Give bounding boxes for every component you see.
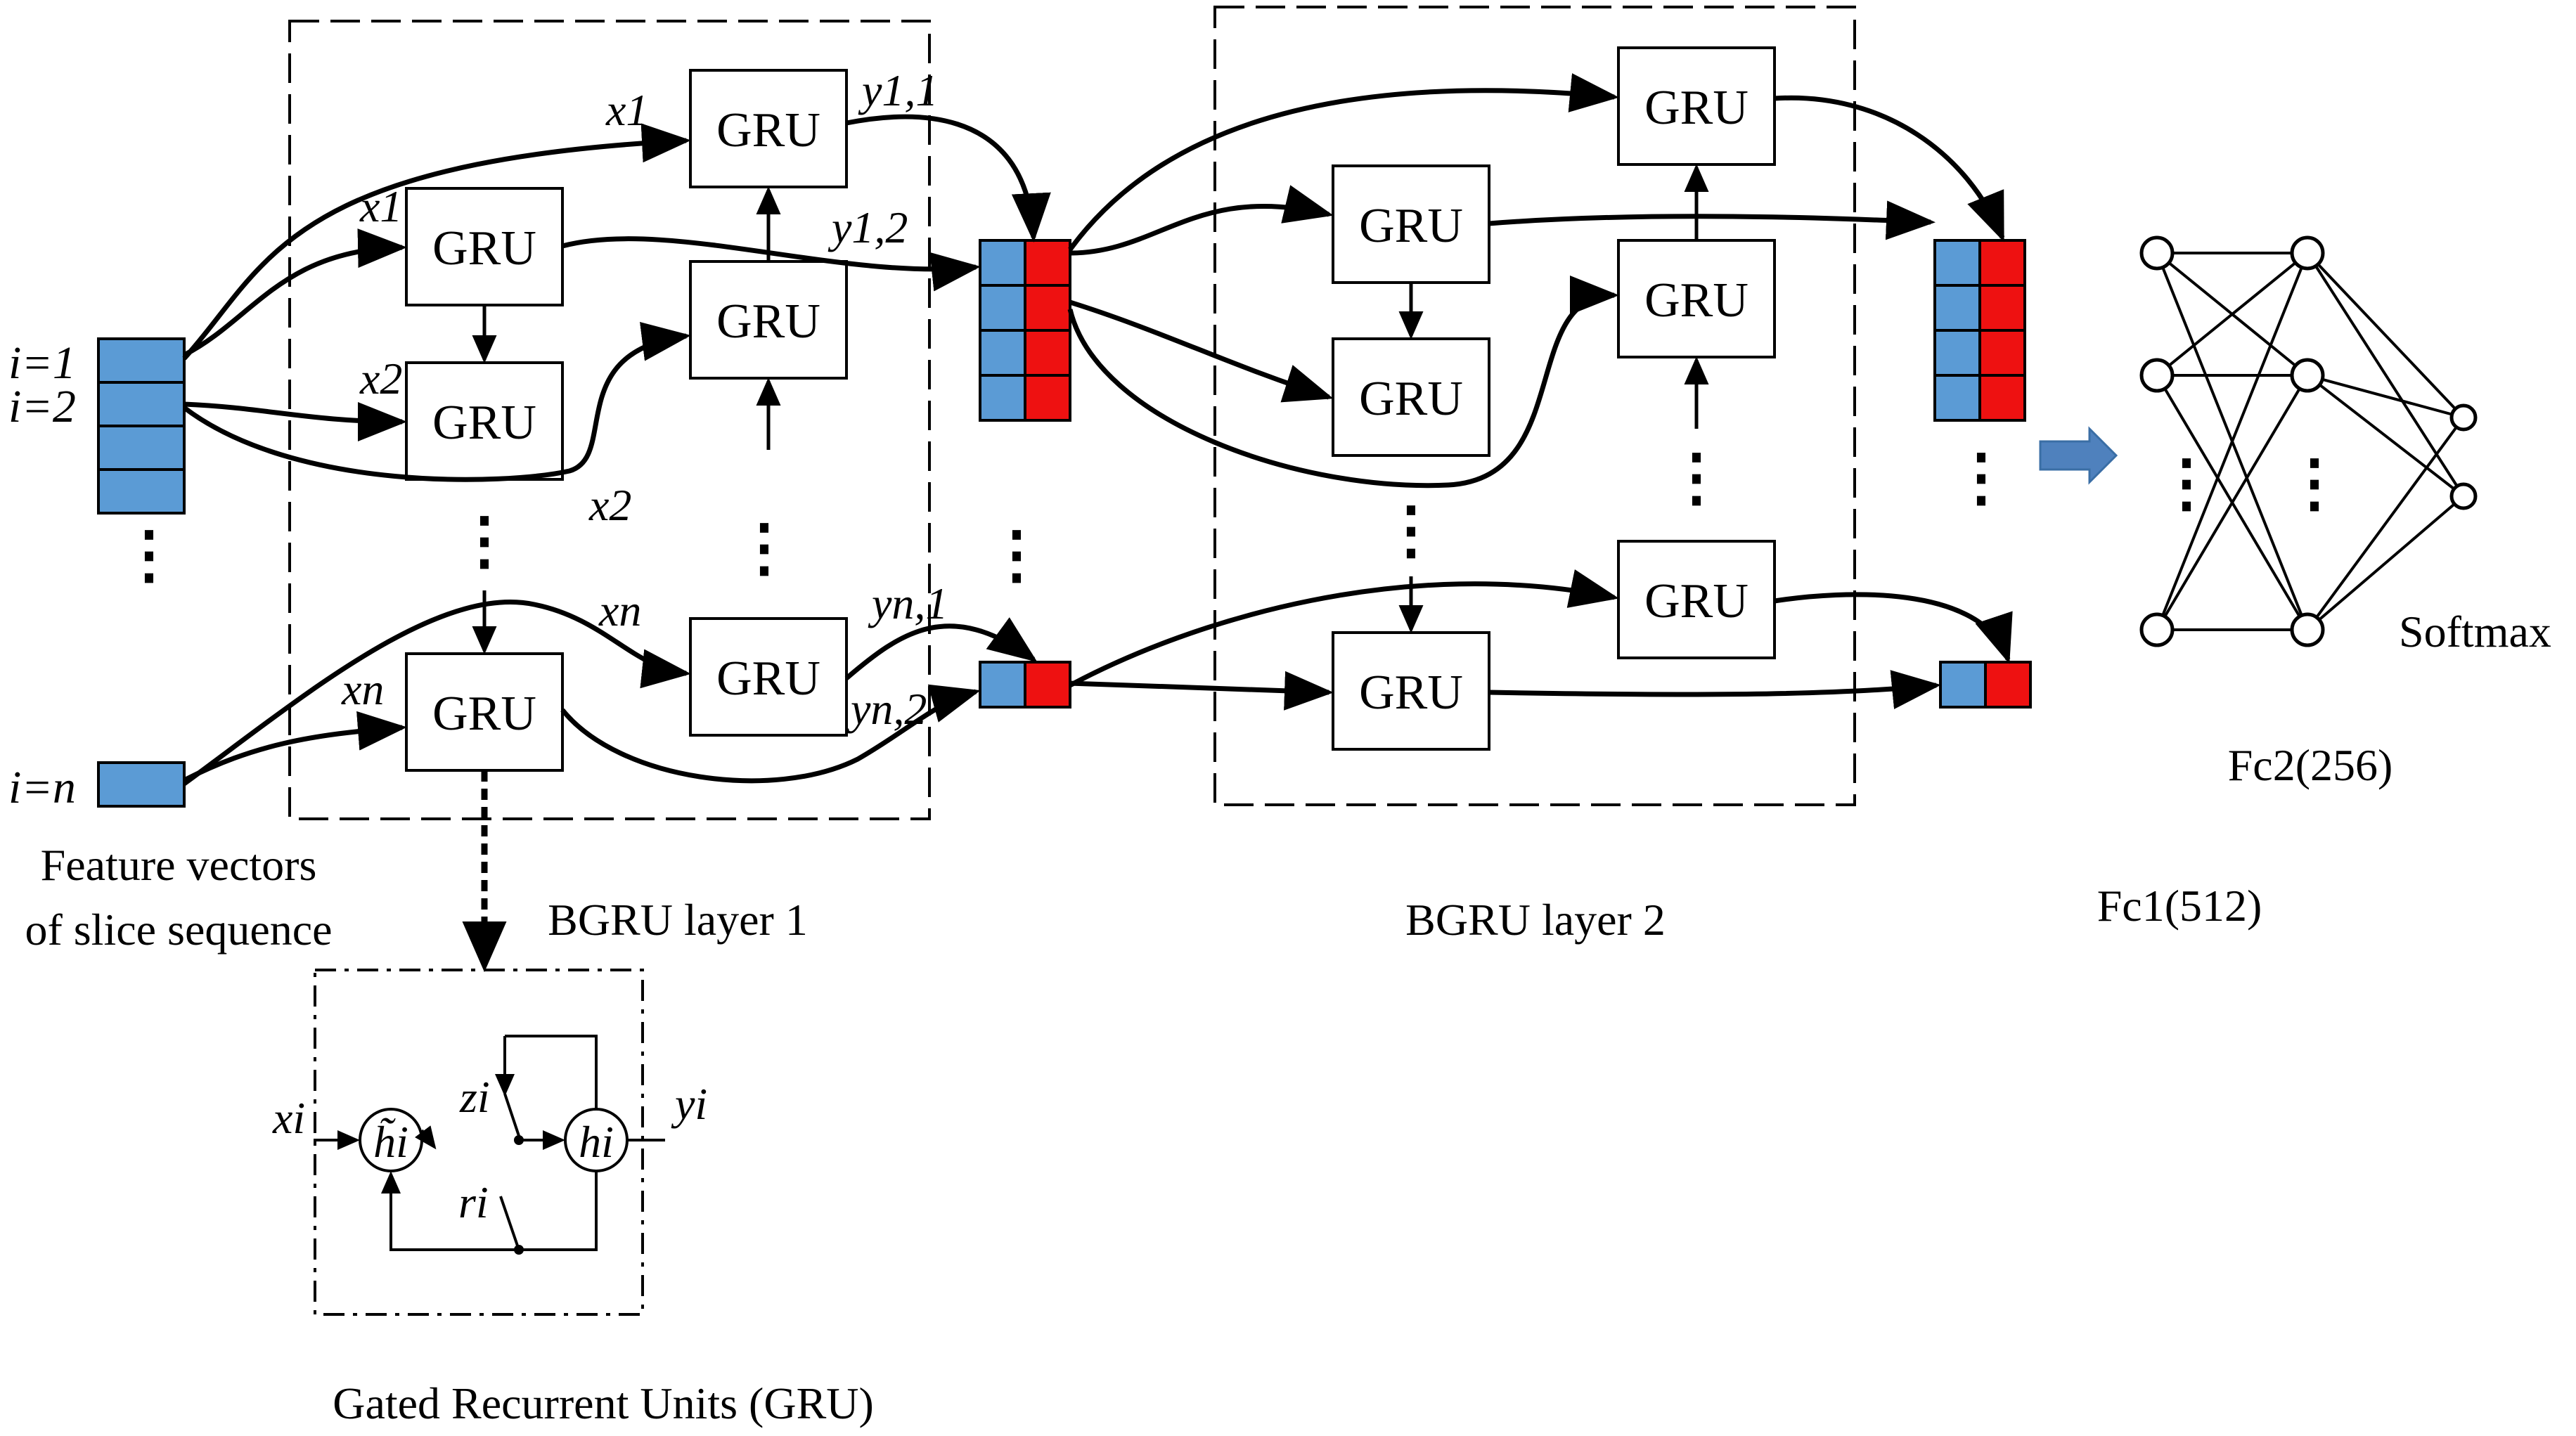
gru-l2-bwd-n	[1617, 540, 1776, 659]
gru-label: GRU	[1359, 666, 1463, 720]
ellipsis: ⋮	[117, 521, 181, 590]
index-label-i2: i=2	[8, 381, 76, 432]
edge-in1-fwd1	[183, 228, 407, 358]
ellipsis: ⋮	[733, 514, 796, 583]
concat-vector-l1-n	[979, 661, 1071, 709]
detail-label-xi: xi	[272, 1093, 305, 1143]
gru-l1-bwd-n	[689, 617, 848, 737]
ellipsis: ⋮	[1379, 496, 1443, 566]
edge-fwd1-out	[562, 236, 981, 292]
concat-vector-l1-top	[979, 239, 1071, 422]
detail-label-zi: zi	[459, 1072, 490, 1122]
gru-label: GRU	[716, 103, 820, 157]
edge-l2-bwd1-out	[1774, 95, 2005, 242]
detail-label-hi: hi	[579, 1117, 614, 1167]
input-vector-stack	[97, 337, 186, 515]
detail-label-hi-tilde: h̃i	[373, 1117, 408, 1167]
fc2-node	[2290, 235, 2325, 271]
edge-bwd1-out	[846, 114, 1051, 242]
gru-label: GRU	[1359, 372, 1463, 426]
gru-label: GRU	[1359, 199, 1463, 253]
softmax-node	[2449, 403, 2478, 432]
fc1-node	[2139, 358, 2175, 393]
edge-l2-fwdn-out	[1488, 670, 1941, 709]
edge-l2-in-fwd2	[1069, 299, 1334, 403]
edge-label-y11: y1,1	[858, 65, 938, 115]
right-arrow-icon	[2039, 426, 2118, 485]
detail-label-ri: ri	[458, 1177, 489, 1227]
gru-l1-bwd-1	[689, 69, 848, 188]
gru-label: GRU	[432, 687, 536, 741]
edge-label-x2: x2	[588, 480, 631, 530]
edge-label-yn1: yn,1	[868, 578, 948, 628]
gru-l2-fwd-1	[1332, 164, 1490, 284]
fc1-node	[2139, 612, 2175, 647]
edge-l2-in-bwd1	[1068, 73, 1619, 252]
input-vector-n	[97, 761, 186, 808]
index-label-i1: i=1	[8, 337, 76, 389]
bgru-layer2-caption: BGRU layer 2	[1405, 895, 1666, 945]
ellipsis: ⋮	[985, 521, 1048, 590]
edge-l2-in-fwd1	[1069, 185, 1334, 256]
edge-inn-fwdn	[183, 711, 407, 783]
feature-vectors-caption: of slice sequence	[25, 905, 332, 955]
edge-label-x1: x1	[605, 85, 648, 135]
edge-label-xn: xn	[598, 586, 641, 635]
gru-detail-box	[314, 969, 644, 1316]
edge-in2-bwd2	[182, 322, 691, 482]
detail-label-yi: yi	[671, 1079, 707, 1129]
fc2-node	[2290, 358, 2325, 393]
fc1-caption: Fc1(512)	[2097, 881, 2262, 931]
gru-l2-fwd-2	[1332, 337, 1490, 457]
edge-label-xn: xn	[341, 664, 384, 714]
edge-inn-bwdn	[182, 600, 691, 786]
bgru-layer1-caption: BGRU layer 1	[548, 895, 808, 945]
concat-vector-l2-n	[1939, 661, 2032, 709]
edge-in1-bwd1	[182, 123, 691, 361]
fc1-node	[2139, 235, 2175, 271]
gru-detail-caption: Gated Recurrent Units (GRU)	[333, 1378, 874, 1428]
edge-label-y12: y1,2	[827, 202, 908, 252]
edge-label-x2: x2	[359, 354, 402, 403]
gru-label: GRU	[1644, 273, 1749, 328]
edge-l2-inn-fwdn	[1069, 671, 1334, 711]
gru-label: GRU	[1644, 574, 1749, 628]
index-label-in: i=n	[8, 762, 76, 813]
softmax-node	[2449, 482, 2478, 510]
fc-network	[2156, 252, 2465, 631]
edge-l2-bwdn-out	[1774, 592, 2013, 664]
softmax-caption: Softmax	[2399, 607, 2551, 656]
edge-l2-in-bwd2	[1067, 276, 1619, 489]
gru-label: GRU	[716, 295, 820, 349]
ellipsis: ⋮	[2283, 449, 2346, 519]
ellipsis: ⋮	[2155, 449, 2218, 519]
gru-l1-fwd-1	[405, 187, 564, 306]
gru-l2-bwd-2	[1617, 239, 1776, 358]
fc2-node	[2290, 612, 2325, 647]
concat-vector-l2-top	[1933, 239, 2026, 422]
gru-l2-fwd-n	[1332, 631, 1490, 751]
edge-in2-fwd2	[183, 401, 407, 441]
feature-vectors-caption: Feature vectors	[41, 840, 317, 890]
edge-bwdn-out	[844, 617, 1038, 680]
edge-l2-fwd1-out	[1488, 200, 1936, 240]
bgru-layer2-box	[1213, 6, 1856, 806]
gru-label: GRU	[432, 396, 536, 450]
ellipsis: ⋮	[453, 507, 516, 576]
edge-label-yn2: yn,2	[846, 684, 927, 734]
ellipsis: ⋮	[1665, 444, 1728, 513]
gru-label: GRU	[1644, 81, 1749, 135]
ellipsis: ⋮	[1950, 444, 2013, 513]
bgru-layer1-box	[288, 20, 931, 820]
edge-fwdn-out	[560, 684, 981, 784]
gru-label: GRU	[716, 652, 820, 706]
gru-detail: xi yi zi ri h̃i hi	[272, 1035, 707, 1255]
gru-label: GRU	[432, 221, 536, 276]
fc2-caption: Fc2(256)	[2228, 740, 2393, 790]
edge-label-x1: x1	[359, 181, 402, 231]
edge-l2-inn-bwdn	[1069, 569, 1619, 688]
